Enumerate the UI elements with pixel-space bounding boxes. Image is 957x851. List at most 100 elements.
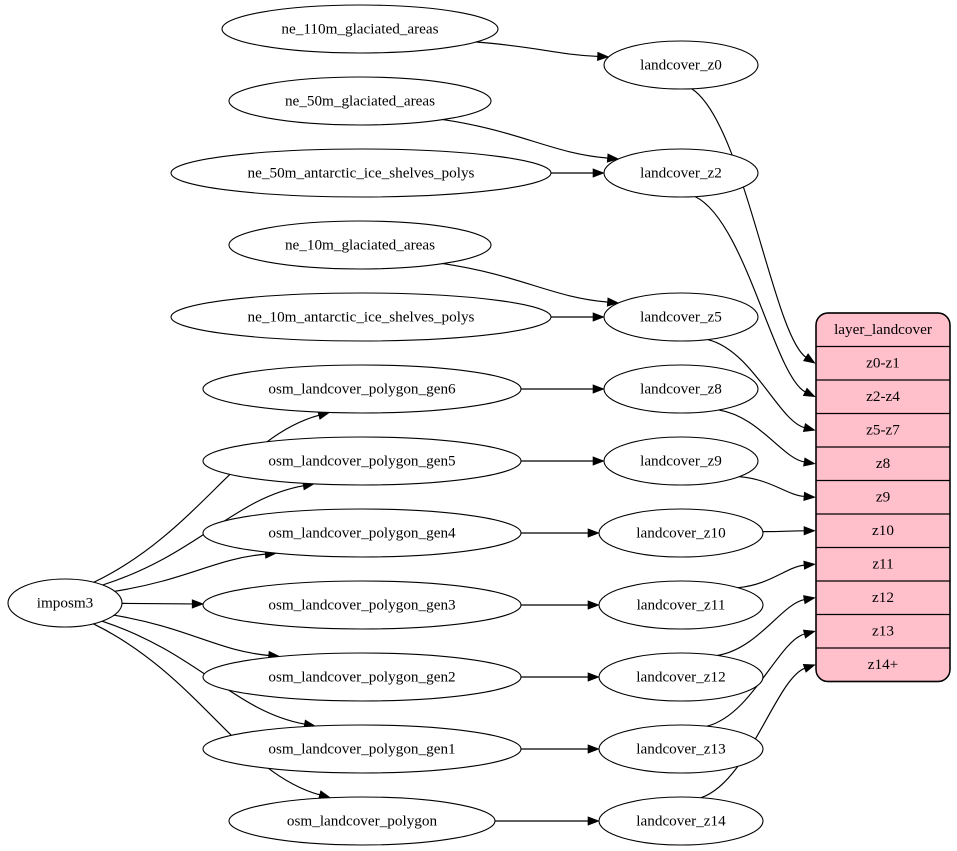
node-ellipse [202,724,522,774]
edge-ne_10m_glaciated_areas-to-landcover_z5 [442,263,609,303]
node-ellipse [202,652,522,702]
node-ellipse [228,220,492,270]
edge-arrowhead [606,297,620,307]
node-osm_landcover_polygon_gen4[interactable]: osm_landcover_polygon_gen4 [202,508,522,558]
node-ellipse [603,148,759,198]
node-ellipse [598,508,764,558]
node-ellipse [598,580,764,630]
node-osm_landcover_polygon_gen5[interactable]: osm_landcover_polygon_gen5 [202,436,522,486]
table-row-label-z5-z7: z5-z7 [866,422,900,439]
node-ne_110m_glaciated_areas[interactable]: ne_110m_glaciated_areas [221,4,499,54]
table-row-label-z0-z1: z0-z1 [866,355,900,372]
node-label: osm_landcover_polygon_gen2 [268,668,455,685]
edge-arrowhead [592,312,605,322]
edge-arrowhead [802,629,816,639]
node-osm_landcover_polygon_gen2[interactable]: osm_landcover_polygon_gen2 [202,652,522,702]
node-ellipse [221,4,499,54]
edge-arrowhead [592,456,605,466]
table-header-label: layer_landcover [834,321,932,338]
edge-landcover_z14-to-layer_landcover_row_9 [700,667,806,799]
edge-arrowhead [803,560,816,570]
table-row-label-z11: z11 [872,556,893,573]
node-ellipse [603,436,759,486]
node-label: landcover_z10 [636,524,726,541]
node-ellipse [603,292,759,342]
node-label: landcover_z11 [637,596,726,613]
node-ellipse [202,580,522,630]
edge-arrowhead [803,457,816,467]
table-row-label-z8: z8 [876,455,891,472]
edge-arrowhead [606,153,620,163]
node-ellipse [598,724,764,774]
node-label: ne_50m_antarctic_ice_shelves_polys [248,164,475,181]
edge-arrowhead [592,168,605,178]
edge-arrowhead [802,423,816,433]
node-osm_landcover_polygon_gen6[interactable]: osm_landcover_polygon_gen6 [202,364,522,414]
node-ne_50m_antarctic_ice_shelves_polys[interactable]: ne_50m_antarctic_ice_shelves_polys [170,148,552,198]
node-landcover_z0[interactable]: landcover_z0 [603,40,759,90]
edge-ne_50m_glaciated_areas-to-landcover_z2 [442,119,609,159]
node-landcover_z13[interactable]: landcover_z13 [598,724,764,774]
edge-arrowhead [803,353,816,364]
node-label: landcover_z0 [640,56,722,73]
edge-arrowhead [802,387,816,398]
node-label: imposm3 [37,594,94,611]
node-label: osm_landcover_polygon_gen4 [268,524,456,541]
node-landcover_z5[interactable]: landcover_z5 [603,292,759,342]
edge-arrowhead [587,600,600,610]
node-label: ne_50m_glaciated_areas [285,92,435,109]
node-landcover_z10[interactable]: landcover_z10 [598,508,764,558]
node-landcover_z11[interactable]: landcover_z11 [598,580,764,630]
node-ellipse [228,76,492,126]
edge-landcover_z9-to-layer_landcover_row_4 [739,476,805,498]
node-ne_10m_glaciated_areas[interactable]: ne_10m_glaciated_areas [228,220,492,270]
node-label: landcover_z8 [640,380,722,397]
table-row-label-z14+: z14+ [868,656,899,673]
table-border [815,312,951,683]
edge-imposm3-to-osm_landcover_polygon_gen6 [93,414,320,583]
node-label: osm_landcover_polygon_gen6 [268,380,456,397]
node-label: landcover_z12 [636,668,725,685]
node-imposm3[interactable]: imposm3 [7,578,123,628]
table-row-label-z10: z10 [872,522,894,539]
node-label: osm_landcover_polygon_gen3 [268,596,455,613]
node-landcover_z9[interactable]: landcover_z9 [603,436,759,486]
node-label: osm_landcover_polygon_gen5 [268,452,455,469]
node-label: landcover_z5 [640,308,722,325]
edge-ne_110m_glaciated_areas-to-landcover_z0 [475,41,599,58]
edge-arrowhead [803,526,816,536]
node-ellipse [598,652,764,702]
edge-arrowhead [802,664,816,673]
node-landcover_z2[interactable]: landcover_z2 [603,148,759,198]
node-landcover_z12[interactable]: landcover_z12 [598,652,764,702]
layer-table-layer_landcover[interactable]: layer_landcoverz0-z1z2-z4z5-z7z8z9z10z11… [815,312,951,683]
node-landcover_z14[interactable]: landcover_z14 [598,796,764,846]
node-ellipse [202,508,522,558]
node-ellipse [603,364,759,414]
node-ellipse [170,292,552,342]
node-label: ne_10m_glaciated_areas [285,236,435,253]
edge-landcover_z11-to-layer_landcover_row_6 [737,564,805,589]
edge-arrowhead [191,599,205,609]
node-ellipse [202,436,522,486]
node-ne_10m_antarctic_ice_shelves_polys[interactable]: ne_10m_antarctic_ice_shelves_polys [170,292,552,342]
edge-arrowhead [587,744,600,754]
node-osm_landcover_polygon[interactable]: osm_landcover_polygon [228,796,496,846]
edge-imposm3-to-osm_landcover_polygon [93,623,321,796]
table-row-label-z9: z9 [876,489,890,506]
edge-arrowhead [597,51,610,62]
node-osm_landcover_polygon_gen3[interactable]: osm_landcover_polygon_gen3 [202,580,522,630]
node-ellipse [170,148,552,198]
edge-imposm3-to-osm_landcover_polygon_gen4 [114,553,266,592]
edge-landcover_z10-to-layer_landcover_row_5 [762,530,805,533]
layer-landcover-table: layer_landcoverz0-z1z2-z4z5-z7z8z9z10z11… [815,312,951,683]
node-label: landcover_z13 [636,740,725,757]
edge-arrowhead [587,816,600,826]
node-osm_landcover_polygon_gen1[interactable]: osm_landcover_polygon_gen1 [202,724,522,774]
node-ne_50m_glaciated_areas[interactable]: ne_50m_glaciated_areas [228,76,492,126]
edge-arrowhead [587,672,600,682]
node-label: landcover_z9 [640,452,722,469]
node-landcover_z8[interactable]: landcover_z8 [603,364,759,414]
